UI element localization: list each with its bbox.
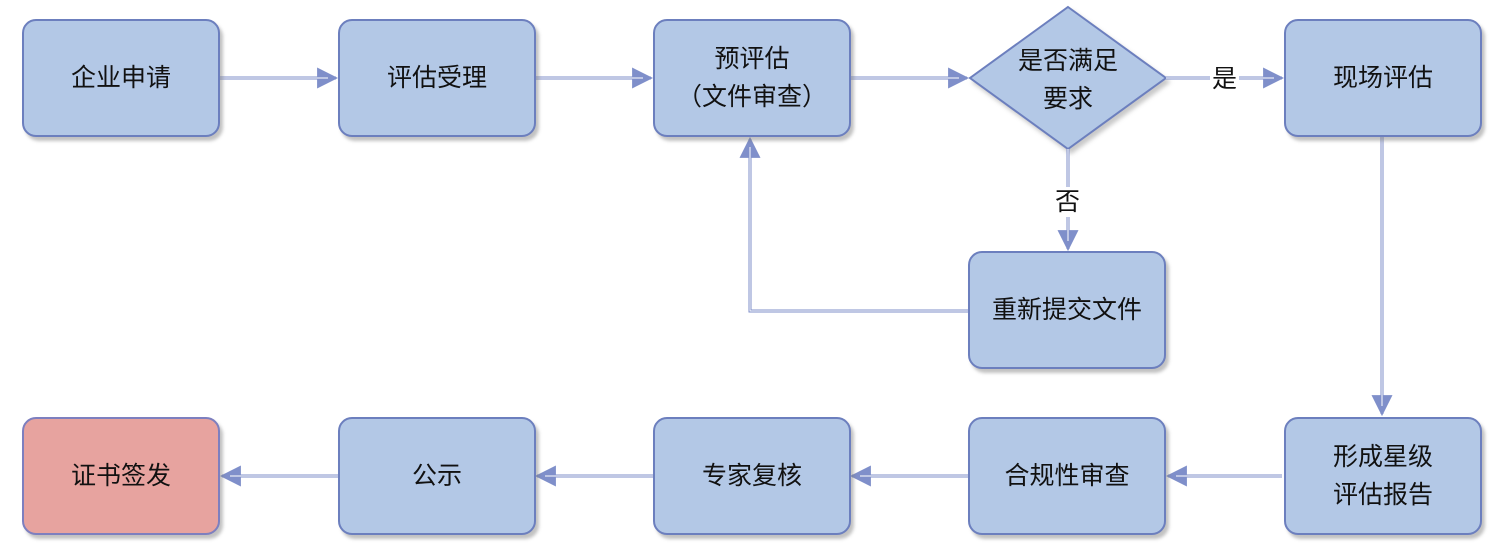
node-onsite: 现场评估 xyxy=(1284,19,1482,137)
node-pre-eval-label: 预评估 （文件审查） xyxy=(676,44,827,111)
edge-label-yes: 是 xyxy=(1210,64,1240,94)
node-resubmit: 重新提交文件 xyxy=(968,251,1166,369)
node-compliance-label: 合规性审查 xyxy=(1004,461,1130,490)
node-certificate-label: 证书签发 xyxy=(70,461,171,490)
node-onsite-label: 现场评估 xyxy=(1332,63,1433,92)
node-apply: 企业申请 xyxy=(22,19,220,137)
node-pre-eval: 预评估 （文件审查） xyxy=(653,19,851,137)
node-resubmit-label: 重新提交文件 xyxy=(991,295,1142,324)
node-accept: 评估受理 xyxy=(338,19,536,137)
node-publicity-label: 公示 xyxy=(411,461,462,490)
edge-resubmit-to-pre-eval xyxy=(739,136,968,313)
node-expert: 专家复核 xyxy=(653,417,851,535)
decision-label-box: 是否满足 要求 xyxy=(970,40,1166,120)
decision-label: 是否满足 要求 xyxy=(1017,46,1118,113)
node-report-label: 形成星级 评估报告 xyxy=(1332,442,1433,509)
node-expert-label: 专家复核 xyxy=(701,461,802,490)
node-accept-label: 评估受理 xyxy=(386,63,487,92)
node-apply-label: 企业申请 xyxy=(70,63,171,92)
node-certificate: 证书签发 xyxy=(22,417,220,535)
edge-label-no: 否 xyxy=(1053,187,1083,217)
node-report: 形成星级 评估报告 xyxy=(1284,417,1482,535)
node-publicity: 公示 xyxy=(338,417,536,535)
node-compliance: 合规性审查 xyxy=(968,417,1166,535)
